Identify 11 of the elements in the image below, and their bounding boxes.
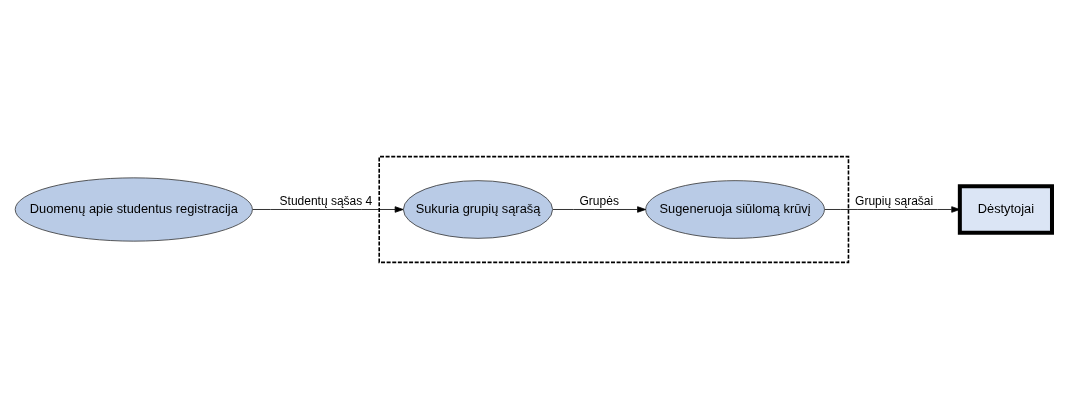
arrow xyxy=(824,206,961,213)
node-box: Dėstytojai xyxy=(957,184,1054,235)
edge-label: Grupių sąrašai xyxy=(855,194,934,209)
node-ellipse: Duomenų apie studentus registracija xyxy=(14,177,253,242)
arrow xyxy=(552,206,646,213)
arrow xyxy=(252,206,404,213)
node-ellipse: Sugeneruoja siūlomą krūvį xyxy=(645,180,825,239)
edge-label: Studentų sąšas 4 xyxy=(279,194,373,209)
cluster xyxy=(378,155,850,264)
node-ellipse: Sukuria grupių sąrašą xyxy=(403,180,553,239)
edge-label: Grupės xyxy=(579,194,619,209)
